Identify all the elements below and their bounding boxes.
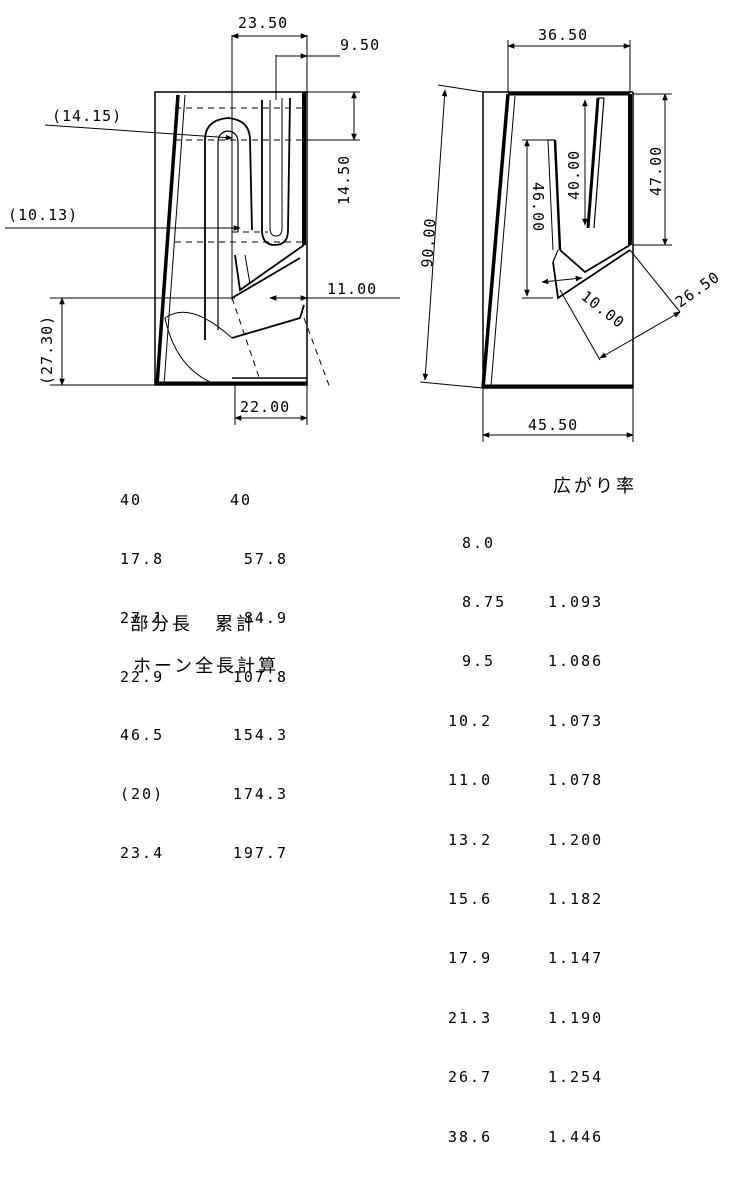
flare-size-cell: 8.0 [462,533,496,552]
flare-rate-cell: 1.078 [548,771,604,790]
length-cumulative-cell: 84.9 [243,608,288,627]
length-partial-cell: 46.5 [120,726,165,745]
length-cumulative-cell: 107.8 [232,667,288,686]
flare-rate-cell: 1.446 [548,1127,604,1146]
dim-left-right-mid: 11.00 [327,280,377,298]
length-cumulative-cell: 40 [230,491,253,510]
dim-right-inner-left: 46.00 [529,182,547,232]
dim-left-top-width: 23.50 [238,14,288,32]
flare-size-cell: 15.6 [448,889,493,908]
dim-left-bottom-width: 22.00 [240,398,290,416]
flare-title: 広がり率 [553,476,637,497]
dim-right-bottom-width: 45.50 [528,416,578,434]
flare-size-cell: 11.0 [448,771,493,790]
length-partial-cell: 40 [120,491,143,510]
flare-rate-cell: 1.200 [548,830,604,849]
flare-size-cell: 9.5 [462,652,496,671]
drawing-canvas: 23.50 9.50 (14.15) 14.50 (10.13) 11.00 (… [5,14,723,442]
flare-size-cell: 38.6 [448,1127,493,1146]
dim-left-right-vertical: 14.50 [335,155,353,205]
length-partial-cell: 17.8 [120,549,165,568]
length-caption: ホーン全長計算 [133,656,280,677]
flare-rate-cell: 1.147 [548,949,604,968]
dim-left-top-right: 9.50 [340,36,380,54]
dim-left-mid: (10.13) [8,206,78,224]
dim-right-diagonal-total: 90.00 [418,217,439,268]
length-cumulative-cell: 197.7 [232,843,288,862]
dim-right-diag-right: 26.50 [672,268,723,312]
dim-left-upper: (14.15) [52,107,122,125]
length-header-cumulative: 累計 [215,614,257,635]
dim-right-inner-vertical: 40.00 [565,150,583,200]
flare-size-cell: 10.2 [448,711,493,730]
flare-rate-cell [548,534,603,554]
length-header-partial: 部分長 [130,614,193,635]
flare-rate-column: 1.093 1.086 1.073 1.078 1.200 1.182 1.14… [548,494,603,1187]
flare-rate-cell: 1.254 [548,1068,604,1087]
flare-size-cell: 26.7 [448,1068,493,1087]
dim-left-vertical: (27.30) [38,315,56,385]
flare-size-cell: 8.75 [462,592,507,611]
flare-rate-cell: 1.093 [548,592,604,611]
flare-size-column: 8.0 8.75 9.5 10.2 11.0 13.2 15.6 17.9 21… [448,494,518,1187]
length-partial-cell: 23.4 [120,843,165,862]
flare-rate-cell: 1.086 [548,652,604,671]
flare-size-cell: 17.9 [448,949,493,968]
flare-size-cell: 13.2 [448,830,493,849]
dim-right-throat: 10.00 [578,287,629,332]
length-partial-cell: 22.9 [120,667,165,686]
flare-rate-cell: 1.073 [548,711,604,730]
length-cumulative-cell: 174.3 [232,785,288,804]
right-enclosure-drawing [419,40,681,442]
flare-rate-cell: 1.182 [548,889,604,908]
length-cumulative-cell: 57.8 [243,549,288,568]
length-cumulative-cell: 154.3 [232,726,288,745]
flare-rate-cell: 1.190 [548,1008,604,1027]
dim-right-right-vertical: 47.00 [647,146,665,196]
flare-size-cell: 21.3 [448,1008,493,1027]
left-enclosure-drawing [5,33,400,425]
length-partial-cell: (20) [120,785,165,804]
dim-right-top-width: 36.50 [538,26,588,44]
length-partial-cell: 27.1 [120,608,165,627]
